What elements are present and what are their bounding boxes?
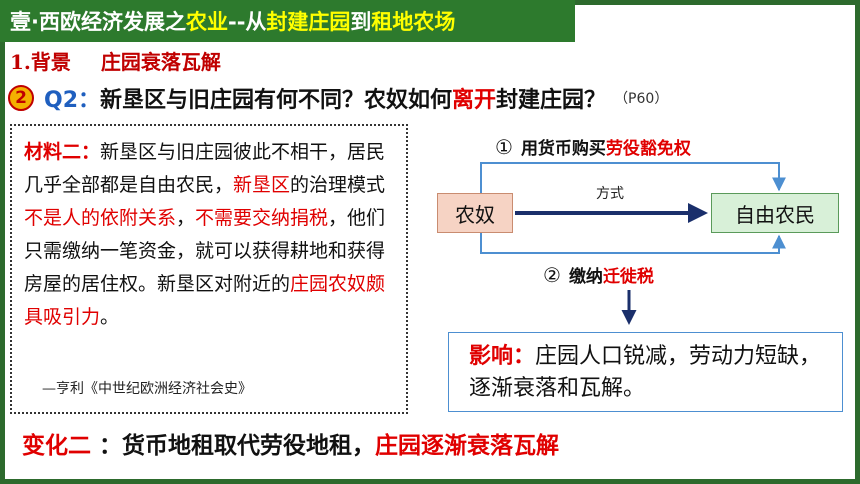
question-label: Q2： <box>44 88 101 113</box>
title-seg-3: --从 <box>227 10 267 34</box>
title-seg-1: 壹·西欧经济发展之 <box>10 10 186 34</box>
free-peasant-node: 自由农民 <box>711 193 839 233</box>
question-line: 2 Q2： 新垦区与旧庄园有何不同？农奴如何 离开 封建庄园？ （P60） <box>8 78 668 118</box>
route-2-text: 缴纳 <box>568 267 603 287</box>
route-1-highlight: 劳役豁免权 <box>605 139 691 159</box>
material-text-3: ， <box>176 207 196 229</box>
material-heading: 材料二： <box>24 141 101 163</box>
title-seg-4: 封建庄园 <box>266 10 351 34</box>
route-1-number: ① <box>495 135 513 159</box>
question-text-2: 封建庄园？ <box>496 88 607 113</box>
change-label: 变化二 <box>22 433 91 459</box>
material-highlight-4: 庄园农奴颇具吸引力 <box>24 273 386 328</box>
background-label: 1.背景 <box>10 50 71 74</box>
material-text-4: ，他们只需缴纳一笔资金，就可以获得耕地和获得房屋的居住权。新垦区对附近的 <box>24 207 386 295</box>
title-seg-6: 租地农场 <box>371 10 456 34</box>
title-seg-2: 农业 <box>185 10 228 34</box>
question-number-badge: 2 <box>8 85 34 111</box>
material-highlight-1: 新垦区 <box>233 174 291 196</box>
question-page-ref: （P60） <box>614 91 669 107</box>
material-highlight-3: 不需要交纳捐税 <box>195 207 329 229</box>
change-separator: ： <box>91 433 123 459</box>
impact-label: 影响： <box>469 344 536 369</box>
free-peasant-node-label: 自由农民 <box>735 202 815 227</box>
material-box: 材料二：新垦区与旧庄园彼此不相干，居民几乎全部都是自由农民，新垦区的治理模式不是… <box>10 124 408 414</box>
title-seg-5: 到 <box>350 10 372 34</box>
question-text-1: 新垦区与旧庄园有何不同？农奴如何 <box>100 88 453 113</box>
change-line: 变化二 ：货币地租取代劳役地租，庄园逐渐衰落瓦解 <box>22 426 559 460</box>
change-highlight: 庄园逐渐衰落瓦解 <box>375 433 560 459</box>
material-source: —亨利《中世纪欧洲经济社会史》 <box>42 381 252 397</box>
material-text-2: 的治理模式 <box>290 174 386 196</box>
route-2-label: ② 缴纳迁徙税 <box>543 262 654 287</box>
change-text: 货币地租取代劳役地租， <box>122 433 376 459</box>
impact-text: 庄园人口锐减，劳动力短缺，逐渐衰落和瓦解。 <box>469 344 822 401</box>
material-text-5: 。 <box>100 306 120 328</box>
serf-node-label: 农奴 <box>455 202 495 227</box>
question-text-highlight: 离开 <box>452 88 497 113</box>
title-bar: 壹·西欧经济发展之 农业 --从 封建庄园 到 租地农场 <box>0 0 575 42</box>
route-2-highlight: 迁徙税 <box>602 267 654 287</box>
material-highlight-2: 不是人的依附关系 <box>24 207 177 229</box>
question-number: 2 <box>15 88 27 108</box>
material-text-1: 新垦区与旧庄园彼此不相干，居民几乎全部都是自由农民， <box>24 141 386 196</box>
route-2-number: ② <box>543 263 561 287</box>
background-subtitle: 庄园衰落瓦解 <box>100 50 221 74</box>
route-1-label: ① 用货币购买劳役豁免权 <box>495 134 691 159</box>
route-1-text: 用货币购买 <box>520 139 606 159</box>
background-heading: 1.背景 庄园衰落瓦解 <box>10 46 221 75</box>
serf-node: 农奴 <box>437 193 513 233</box>
arrow-label: 方式 <box>596 186 624 202</box>
impact-box: 影响：庄园人口锐减，劳动力短缺，逐渐衰落和瓦解。 <box>448 332 843 412</box>
